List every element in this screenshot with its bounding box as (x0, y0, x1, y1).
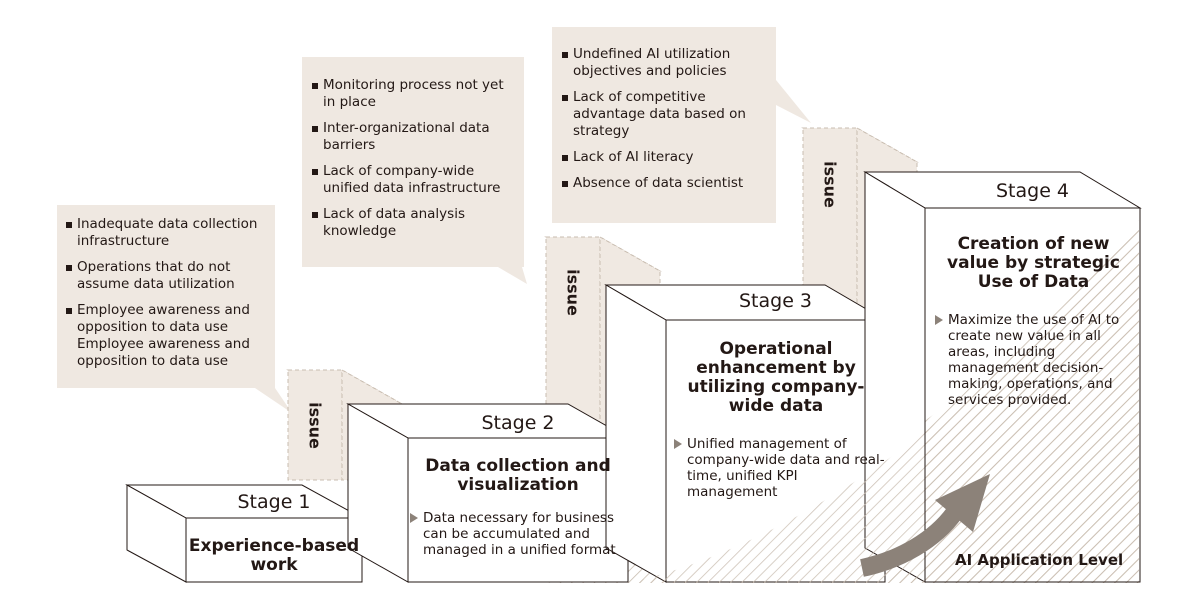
issue-item: Lack of AI literacy (562, 149, 767, 166)
issue-bubble-2 (302, 57, 527, 284)
issue-item: Lack of competitive advantage data based… (562, 89, 767, 140)
stage-3-description: Unified management of company-wide data … (674, 436, 887, 500)
stage-1-label: Stage 1 (237, 491, 311, 513)
issue-item: Inter-organizational data barriers (312, 120, 520, 154)
stage-3-label: Stage 3 (738, 290, 813, 312)
issue-label-2: issue (563, 269, 583, 316)
stage-1-title: Experience-based work (188, 536, 360, 575)
issue-label-1: issue (305, 402, 325, 449)
issue-item: Lack of data analysis knowledge (312, 206, 520, 240)
ai-level-arrow-icon (860, 474, 990, 577)
issue-item: Absence of data scientist (562, 175, 767, 192)
ai-application-level-label: AI Application Level (955, 551, 1124, 569)
stage-1-box (125, 484, 363, 583)
issue-item: Monitoring process not yet in place (312, 77, 520, 111)
stage-2-box (346, 403, 630, 583)
stage-4-description: Maximize the use of AI to create new val… (935, 312, 1138, 408)
stage-3-title: Operational enhancement by utilizing com… (687, 339, 865, 416)
issue-item: Undefined AI utilization objectives and … (562, 46, 767, 80)
stage-2-label: Stage 2 (481, 412, 555, 434)
issue-item: Employee awareness and opposition to dat… (66, 302, 271, 370)
stage-2-title: Data collection and visualization (425, 456, 611, 495)
issue-item: Inadequate data collection infrastructur… (66, 216, 271, 250)
issue-item: Operations that do not assume data utili… (66, 259, 271, 293)
issue-label-3: issue (820, 161, 840, 208)
issue-list-2: Monitoring process not yet in place Inte… (312, 77, 520, 249)
issue-list-3: Undefined AI utilization objectives and … (562, 46, 767, 201)
stage-4-title: Creation of new value by strategic Use o… (947, 234, 1120, 292)
issue-list-1: Inadequate data collection infrastructur… (66, 216, 271, 379)
issue-item: Lack of company-wide unified data infras… (312, 163, 520, 197)
stage-4-label: Stage 4 (995, 180, 1070, 202)
issue-bubble-1 (57, 205, 292, 413)
stage-2-description: Data necessary for business can be accum… (410, 510, 628, 558)
issue-bubble-3 (552, 27, 811, 223)
ai-level-hatch-overlay (628, 220, 1139, 583)
